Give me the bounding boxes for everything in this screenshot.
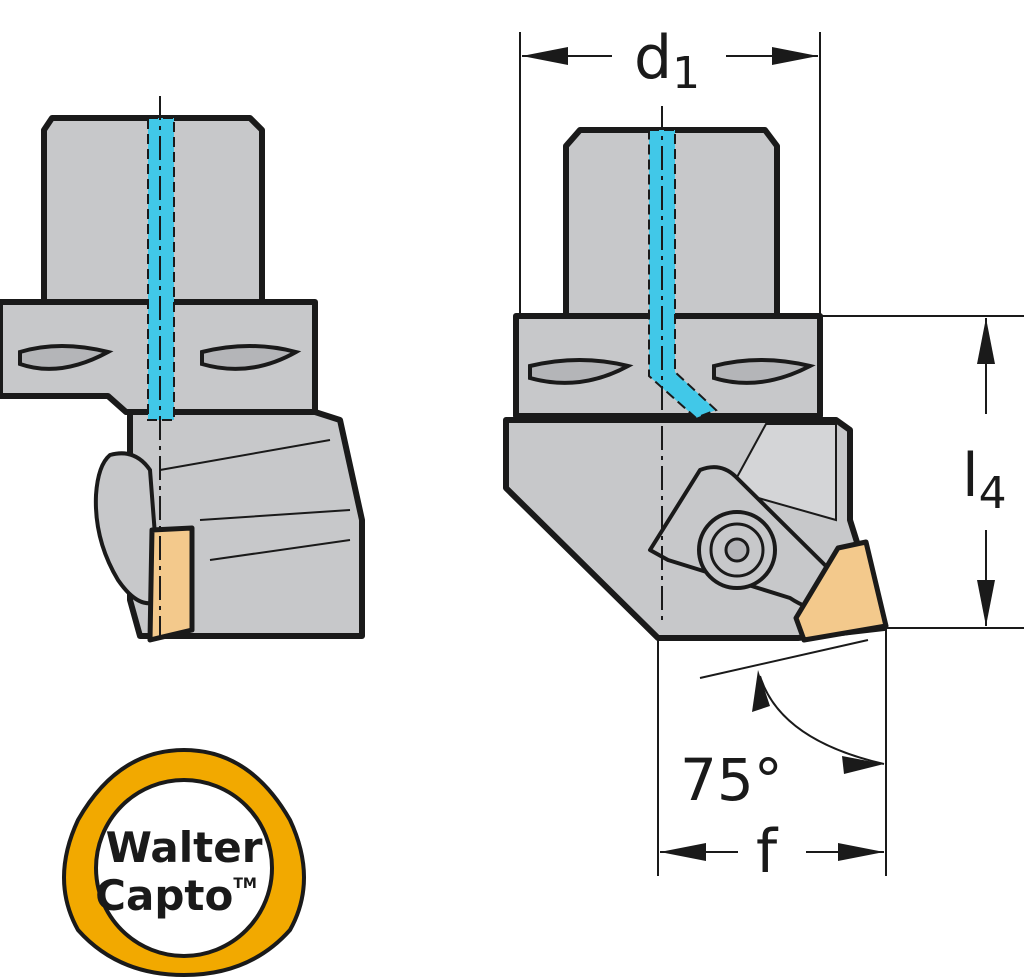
left-clamp-slot-2 bbox=[200, 344, 302, 371]
logo-inner-circle bbox=[94, 778, 274, 958]
d1-label-main: d bbox=[634, 23, 672, 93]
torx-screw-socket bbox=[724, 537, 750, 563]
l4-label: l4 bbox=[962, 441, 1007, 519]
d1-label-sub: 1 bbox=[672, 48, 700, 99]
logo-line-1: Walter bbox=[106, 823, 263, 872]
logo-trademark: TM bbox=[233, 876, 256, 892]
angle-reference-line bbox=[699, 639, 869, 679]
l4-arrow-bottom bbox=[977, 580, 995, 626]
left-clamp-lever bbox=[93, 451, 163, 606]
left-clamp-slot-1 bbox=[18, 344, 114, 371]
walter-capto-logo: Walter CaptoTM bbox=[62, 747, 306, 978]
d1-arrow-left bbox=[522, 47, 568, 65]
side-view-tool-holder bbox=[0, 96, 365, 643]
l4-arrow-top bbox=[977, 318, 995, 364]
angle-arrow-top bbox=[752, 670, 770, 712]
f-arrow-right bbox=[838, 843, 884, 861]
logo-line-2-text: Capto bbox=[95, 871, 233, 920]
f-arrow-left bbox=[660, 843, 706, 861]
left-insert bbox=[147, 525, 195, 643]
f-label: f bbox=[756, 817, 779, 887]
l4-label-sub: 4 bbox=[979, 468, 1007, 519]
l4-label-main: l bbox=[962, 441, 979, 511]
right-clamp-slot-2 bbox=[712, 358, 816, 385]
dimensions bbox=[519, 32, 1024, 876]
d1-arrow-right bbox=[772, 47, 818, 65]
right-coolant-channel bbox=[648, 129, 718, 420]
d1-label: d1 bbox=[634, 23, 700, 99]
angle-arrow-right bbox=[842, 756, 884, 774]
front-view-tool-holder bbox=[503, 106, 889, 643]
angle-arc bbox=[759, 675, 885, 765]
left-head-edge-1 bbox=[159, 439, 351, 561]
angle-label: 75° bbox=[680, 746, 783, 814]
right-clamp-slot-1 bbox=[528, 358, 634, 385]
logo-line-2: CaptoTM bbox=[95, 871, 257, 920]
right-insert bbox=[793, 539, 889, 643]
